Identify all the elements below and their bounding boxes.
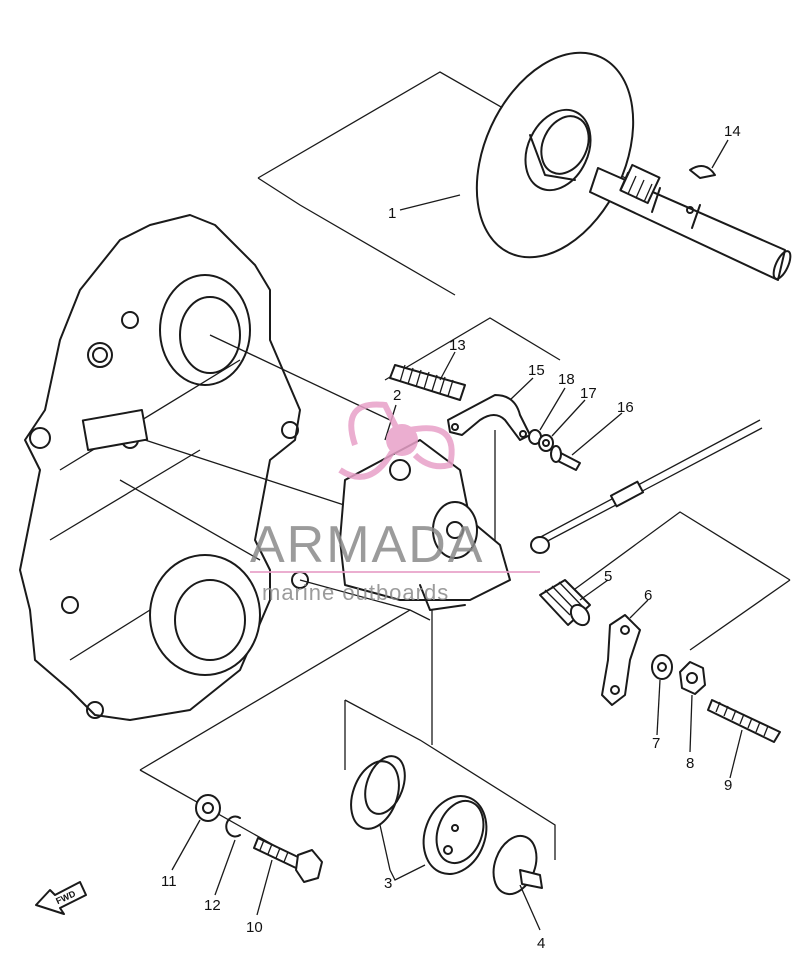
flat-washer <box>651 654 673 680</box>
label-part-7: 7 <box>652 735 660 752</box>
washers-small <box>528 429 554 452</box>
label-part-10: 10 <box>246 919 263 936</box>
label-part-9: 9 <box>724 777 732 794</box>
label-part-14: 14 <box>724 123 741 140</box>
housing-cover <box>19 214 309 721</box>
compression-spring <box>389 364 466 401</box>
shift-bracket <box>339 439 511 611</box>
watermark-tagline: marine outboards <box>262 580 449 605</box>
washer-left <box>195 794 221 822</box>
label-part-13: 13 <box>449 337 466 354</box>
callout-leaders <box>171 139 743 931</box>
label-part-18: 18 <box>558 371 575 388</box>
label-part-16: 16 <box>617 399 634 416</box>
label-part-17: 17 <box>580 385 597 402</box>
threaded-stud <box>707 699 781 743</box>
hex-nut <box>679 661 706 695</box>
group-frame-right <box>559 511 791 651</box>
label-part-4: 4 <box>537 935 545 952</box>
mounting-bracket <box>447 394 531 441</box>
shift-cable <box>530 419 763 554</box>
label-part-6: 6 <box>644 587 652 604</box>
lever-plate <box>601 614 641 706</box>
screw-small <box>550 445 581 471</box>
label-part-8: 8 <box>686 755 694 772</box>
label-part-2: 2 <box>393 387 401 404</box>
spindle-knob <box>492 834 543 896</box>
woodruff-key <box>689 165 716 179</box>
label-part-11: 11 <box>161 873 177 890</box>
fwd-direction-arrow: FWD <box>35 881 87 915</box>
label-part-15: 15 <box>528 362 545 379</box>
worm-gear <box>539 579 591 627</box>
disc-plate <box>475 51 635 259</box>
armada-watermark: ARMADA marine outboards <box>250 401 540 605</box>
label-part-5: 5 <box>604 568 612 585</box>
hex-bolt <box>253 837 323 883</box>
circlip-left <box>225 815 241 838</box>
label-part-1: 1 <box>388 205 396 222</box>
label-part-3: 3 <box>384 875 392 892</box>
propeller-logo-icon <box>338 401 455 480</box>
cap-cup <box>350 755 488 875</box>
drive-shaft <box>589 163 792 281</box>
part-labels: 1 2 3 4 5 6 7 8 9 10 11 12 13 14 15 16 1… <box>161 123 741 952</box>
label-part-12: 12 <box>204 897 221 914</box>
axis-line-lower <box>299 579 411 611</box>
group-frame-shift <box>384 317 561 560</box>
watermark-brand: ARMADA <box>250 516 484 574</box>
